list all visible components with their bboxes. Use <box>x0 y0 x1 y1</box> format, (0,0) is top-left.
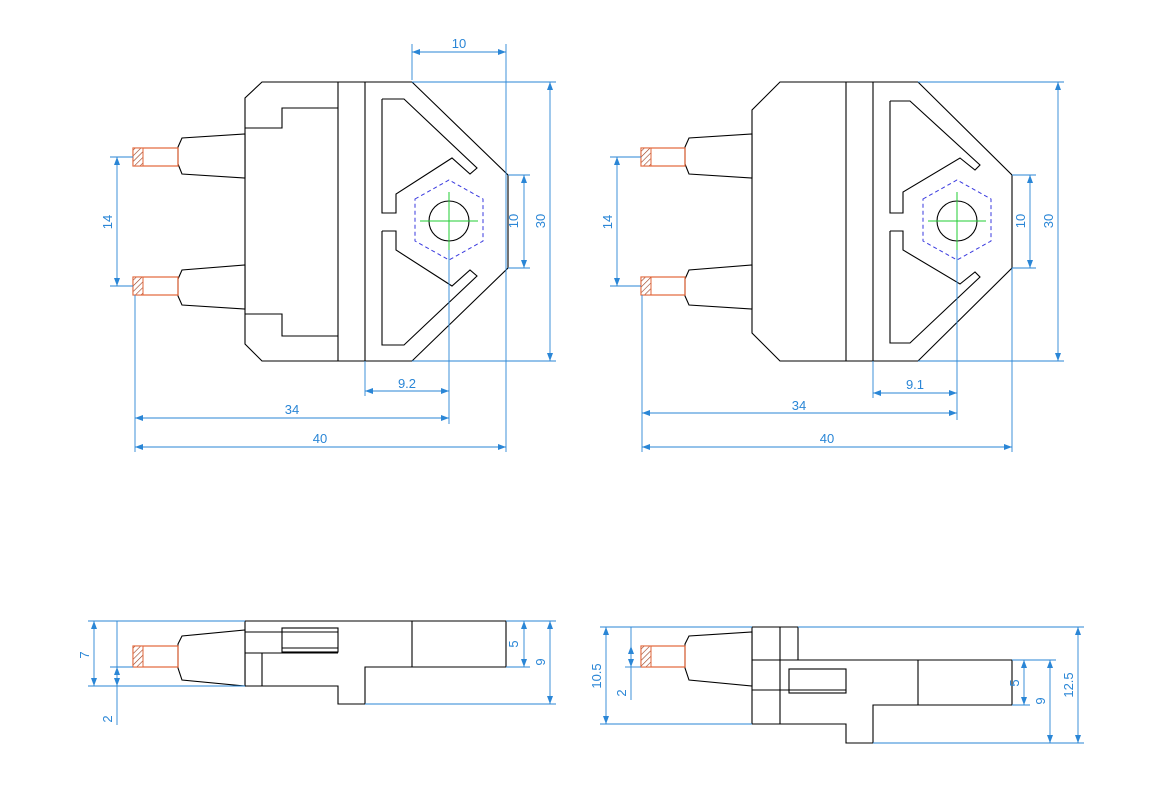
pin-top <box>684 133 753 179</box>
top-right-view: 30 10 14 9.1 34 <box>600 81 1064 452</box>
dim-step: 5 <box>506 640 521 647</box>
dimensions: 30 10 14 9.1 34 <box>600 81 1064 452</box>
dim-overall-length: 40 <box>313 431 327 446</box>
dim-top-width: 10 <box>452 36 466 51</box>
dim-pin-spacing: 14 <box>100 215 115 229</box>
dim-step: 5 <box>1007 679 1022 686</box>
pin-bottom <box>177 264 246 310</box>
left-step-bottom <box>245 313 338 337</box>
dim-overall-length: 40 <box>820 431 834 446</box>
pin-bottom <box>684 264 753 310</box>
wire-hatch <box>640 276 652 296</box>
dim-pin-to-hole: 34 <box>792 398 806 413</box>
hex-nut-hidden <box>414 179 484 261</box>
wire-hatch <box>132 645 144 668</box>
dim-height-left: 10.5 <box>589 663 604 688</box>
dim-height-right: 9 <box>533 658 548 665</box>
side-body-outline <box>244 620 507 705</box>
pin-side <box>177 629 246 687</box>
dim-hex-height: 10 <box>506 214 521 228</box>
side-body-outline <box>751 626 1013 744</box>
dim-height-total: 12.5 <box>1061 672 1076 697</box>
dim-pin-spacing: 14 <box>600 215 615 229</box>
top-left-view: 10 30 10 14 <box>100 36 556 452</box>
dim-hole-offset: 9.2 <box>398 376 416 391</box>
side-right-view: 10.5 2 5 9 12.5 <box>589 626 1084 744</box>
dim-hex-height: 10 <box>1013 214 1028 228</box>
inner-slot <box>281 627 339 653</box>
wire-hatch <box>132 276 144 296</box>
dimensions: 10 30 10 14 <box>100 36 556 452</box>
hex-nut-hidden <box>922 179 992 261</box>
dim-pin-to-hole: 34 <box>285 402 299 417</box>
dimensions: 7 2 5 9 <box>77 620 556 725</box>
wire-hatch <box>640 147 652 167</box>
dim-hole-offset: 9.1 <box>906 377 924 392</box>
slot-lower <box>381 230 478 346</box>
inner-slot <box>788 668 847 694</box>
slot-upper <box>889 100 981 214</box>
dim-height-left: 7 <box>77 651 92 658</box>
pin-side <box>684 631 753 687</box>
side-left-view: 7 2 5 9 <box>77 620 556 725</box>
slot-upper <box>381 98 478 214</box>
left-step-top <box>245 107 338 129</box>
slot-lower <box>889 230 981 344</box>
wire-hatch <box>132 147 144 167</box>
dimensions: 10.5 2 5 9 12.5 <box>589 626 1084 744</box>
dim-height-mid: 9 <box>1033 697 1048 704</box>
dim-pin-offset: 2 <box>100 715 115 722</box>
wire-hatch <box>640 645 652 668</box>
dim-height-total: 30 <box>1041 214 1056 228</box>
dim-pin-offset: 2 <box>614 689 629 696</box>
pin-top <box>177 133 246 179</box>
dim-height-total: 30 <box>533 214 548 228</box>
